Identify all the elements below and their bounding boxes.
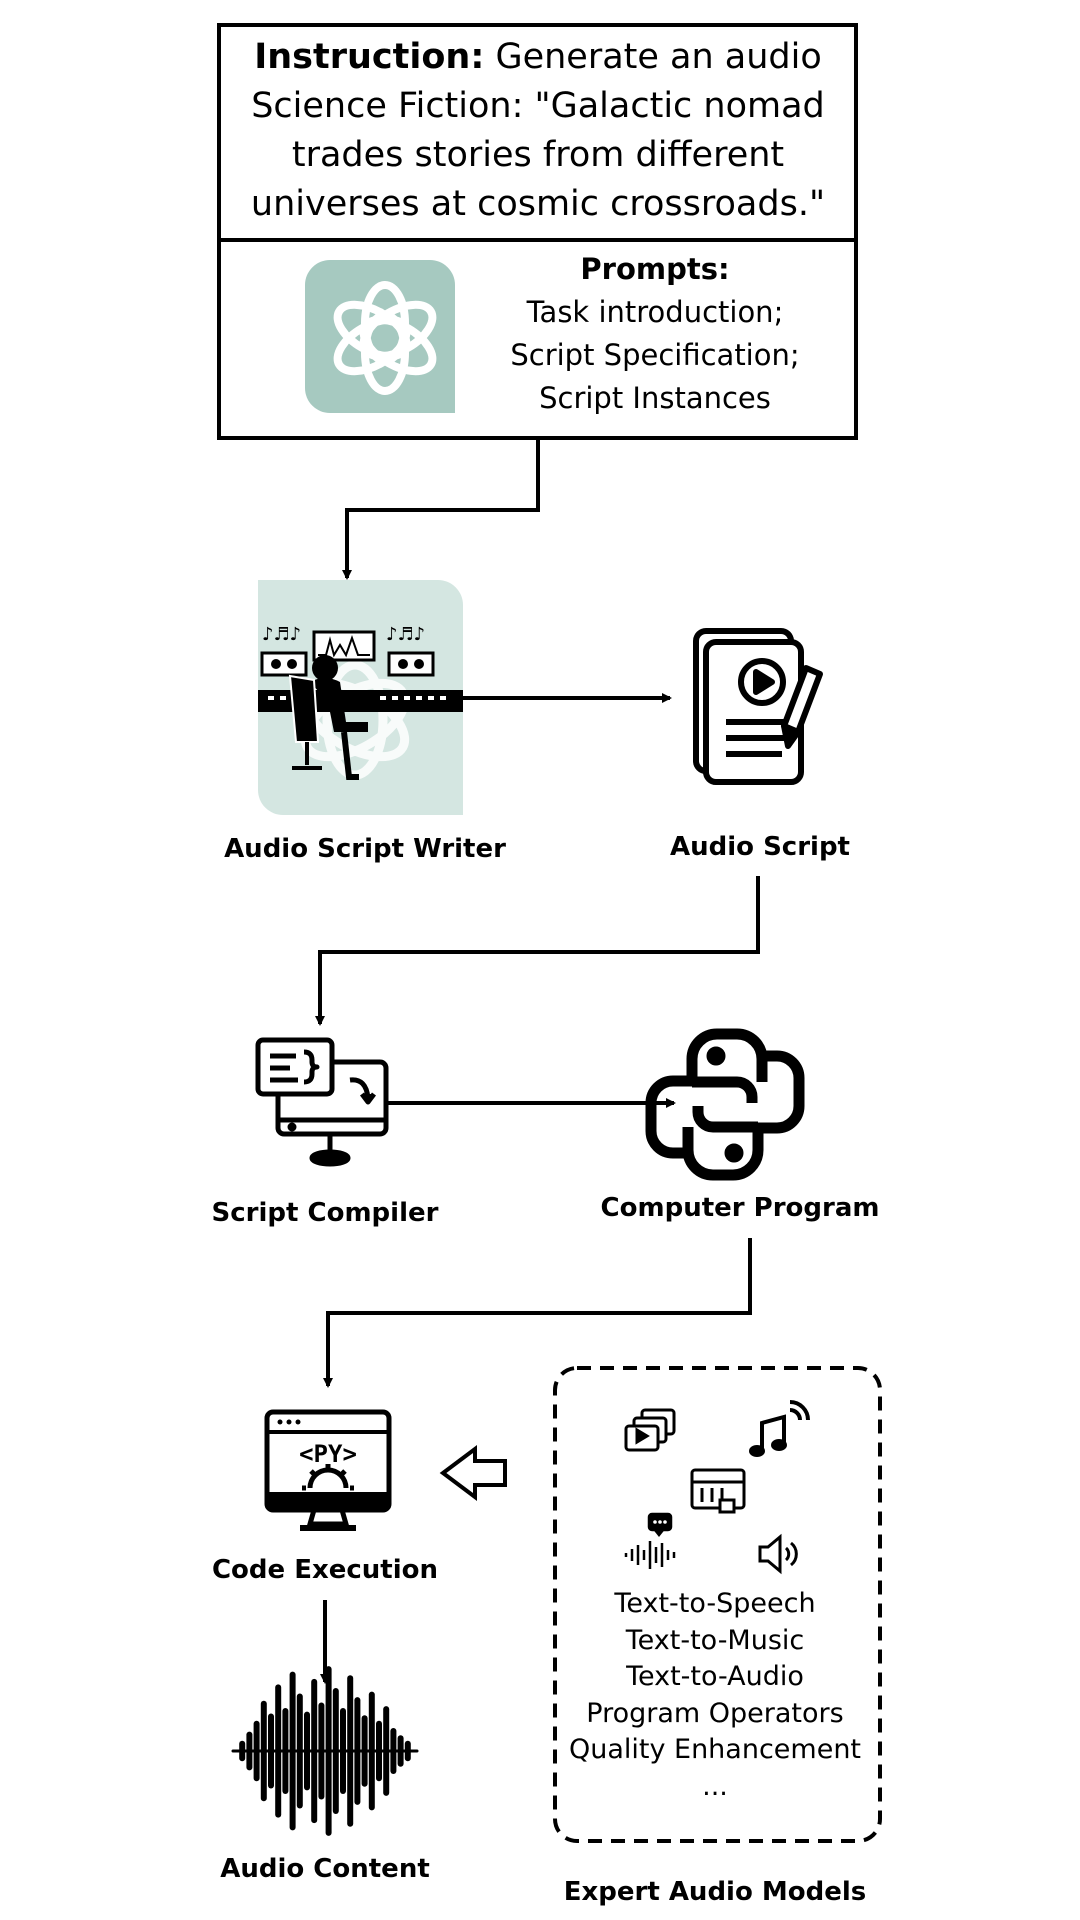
mixer-icon <box>690 1468 746 1514</box>
list-item: Quality Enhancement <box>568 1734 862 1765</box>
openai-logo-icon <box>305 260 455 413</box>
audio-script-label: Audio Script <box>670 832 850 862</box>
speaker-icon <box>758 1533 798 1575</box>
instruction-text: Instruction: Generate an audio Science F… <box>222 28 854 234</box>
instruction-label: Instruction: <box>254 37 485 77</box>
script-compiler-label: Script Compiler <box>211 1198 439 1228</box>
list-item: Text-to-Music <box>625 1624 805 1656</box>
prompts-line: Script Instances <box>539 381 771 415</box>
prompts-title: Prompts: <box>580 252 730 286</box>
computer-program-label: Computer Program <box>600 1193 880 1223</box>
arrow-script-to-compiler <box>315 876 760 1026</box>
svg-text:♪♬♪: ♪♬♪ <box>386 624 425 645</box>
prompts-block: Prompts: Task introduction; Script Speci… <box>470 248 840 420</box>
py-execution-monitor-icon: <PY> <box>264 1409 392 1531</box>
prompts-line: Script Specification; <box>510 338 800 372</box>
connectors <box>315 440 760 1684</box>
code-execution-label: Code Execution <box>211 1555 439 1585</box>
speech-wave-icon <box>624 1512 676 1569</box>
studio-engineer-icon: ♪♬♪ ♪♬♪ <box>258 580 463 815</box>
expert-models-box <box>553 1366 882 1843</box>
music-note-icon <box>749 1400 810 1457</box>
list-item: Text-to-Speech <box>614 1588 816 1619</box>
audio-content-label: Audio Content <box>220 1854 430 1884</box>
py-badge-text: <PY> <box>299 1440 357 1468</box>
expert-models-list: Text-to-Speech Text-to-Music Text-to-Aud… <box>560 1586 870 1805</box>
compiler-monitor-icon <box>255 1037 389 1167</box>
hollow-arrow-left-icon <box>439 1445 507 1501</box>
script-writer-label: Audio Script Writer <box>224 834 506 864</box>
python-logo-icon <box>645 1028 805 1181</box>
instruction-body: Generate an audio Science Fiction: "Gala… <box>250 37 826 224</box>
arrow-prompt-to-writer <box>342 440 540 580</box>
script-document-icon <box>693 628 823 785</box>
arrow-program-to-execution <box>323 1238 752 1388</box>
expert-models-label: Expert Audio Models <box>563 1877 867 1907</box>
list-item: ... <box>702 1770 728 1802</box>
prompts-line: Task introduction; <box>526 295 784 329</box>
instruction-box <box>217 23 858 440</box>
list-item: Text-to-Audio <box>626 1661 804 1692</box>
audio-waveform-icon <box>231 1666 419 1836</box>
list-item: Program Operators <box>586 1697 844 1729</box>
video-stack-icon <box>624 1408 676 1452</box>
svg-text:♪♬♪: ♪♬♪ <box>262 624 301 645</box>
